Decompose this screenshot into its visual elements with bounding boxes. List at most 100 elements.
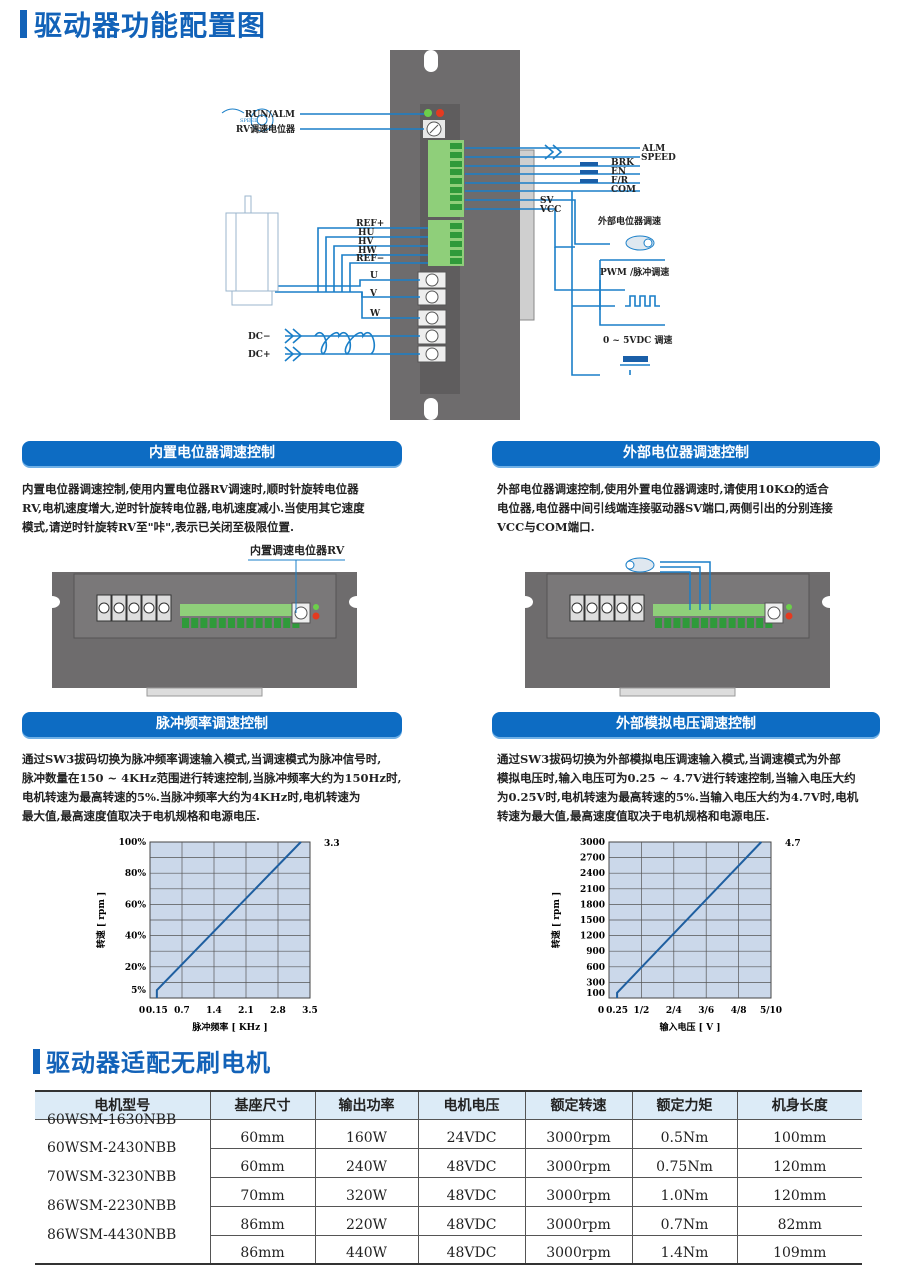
- external-pot-wires: [660, 561, 711, 610]
- paragraph-external-pot: 外部电位器调速控制,使用外置电位器调速时,请使用10KΩ的适合 电位器,电位器中…: [497, 480, 833, 537]
- label-dc-minus: DC−: [248, 332, 271, 342]
- table-cell: 240W: [314, 1148, 418, 1178]
- text-line: 模拟电压时,输入电压可为0.25 ~ 4.7V进行转速控制,当输入电压大约: [497, 771, 856, 785]
- terminal-pin: [450, 169, 462, 175]
- callout-internal-rv: 内置调速电位器RV: [250, 543, 345, 557]
- terminal-pin: [673, 618, 681, 628]
- label-vcc: VCC: [539, 205, 561, 215]
- table-cell: 60mm: [209, 1119, 315, 1149]
- label-en: EN: [611, 167, 626, 177]
- screw-terminal: [571, 602, 583, 614]
- driver-front-views: 内置调速电位器RV: [44, 543, 838, 697]
- text-line: 通过SW3拔码切换为外部模拟电压调速输入模式,当调速模式为外部: [497, 752, 841, 766]
- terminal-pin: [664, 618, 672, 628]
- y-axis-label: 转速 [ rpm ]: [550, 892, 562, 948]
- table-cell: 48VDC: [417, 1235, 525, 1265]
- table-cell: 86WSM-4430NBB: [35, 1227, 210, 1257]
- terminal-pin: [200, 618, 208, 628]
- table-title: 驱动器适配无刷电机: [46, 1049, 271, 1077]
- column-header: 输出功率: [314, 1090, 418, 1120]
- text-line: VCC与COM端口.: [497, 520, 595, 534]
- speed-icon-label: SPEED: [240, 118, 258, 124]
- terminal-pin: [450, 143, 462, 149]
- terminal-pin: [228, 618, 235, 628]
- table-cell: 0.5Nm: [631, 1119, 737, 1149]
- terminal-pin: [450, 223, 462, 229]
- text-line: 模式,请逆时针旋转RV至"咔",表示已关闭至极限位置.: [22, 520, 295, 534]
- x-tick-label: 0.25: [606, 1006, 628, 1016]
- terminal-pin: [274, 618, 281, 628]
- heading-pulse: 脉冲频率调速控制: [22, 712, 402, 737]
- x-tick-label: 1.4: [206, 1006, 222, 1016]
- text-line: 最大值,最高速度值取决于电机规格和电源电压.: [22, 809, 261, 823]
- table-cell: 24VDC: [417, 1119, 525, 1149]
- table-cell: 70mm: [209, 1177, 315, 1207]
- switch-icons: [580, 162, 648, 362]
- x-tick-label: 0.7: [174, 1006, 190, 1016]
- x-tick-label: 0: [139, 1006, 145, 1016]
- screw-terminal: [586, 602, 598, 614]
- screw-terminal: [98, 602, 110, 614]
- label-v: V: [369, 289, 378, 299]
- label-ref-plus: REF+: [356, 219, 384, 229]
- text-line: 脉冲数量在150 ~ 4KHz范围进行转速控制,当脉冲频率大约为150Hz时,: [22, 771, 402, 785]
- y-tick-label: 1500: [580, 916, 605, 926]
- table-cell: 320W: [314, 1177, 418, 1207]
- text-line: 内置电位器调速控制,使用内置电位器RV调速时,顺时针旋转电位器: [22, 482, 359, 496]
- table-cell: 82mm: [736, 1206, 862, 1236]
- y-tick-label: 100%: [119, 838, 147, 848]
- heading-internal-pot: 内置电位器调速控制: [22, 441, 402, 466]
- text-line: 通过SW3拔码切换为脉冲频率调速输入模式,当调速模式为脉冲信号时,: [22, 752, 382, 766]
- table-cell: 70WSM-3230NBB: [47, 1169, 177, 1185]
- screw-terminal: [601, 602, 613, 614]
- terminal-pin: [218, 618, 226, 628]
- label-pwm: PWM /脉冲调速: [600, 266, 669, 278]
- external-potentiometer-icon: [625, 235, 655, 251]
- screw-terminal: [425, 347, 439, 361]
- table-cell: 3000rpm: [524, 1177, 632, 1207]
- paragraph-analog: 通过SW3拔码切换为外部模拟电压调速输入模式,当调速模式为外部 模拟电压时,输入…: [497, 750, 858, 826]
- terminal-pin: [283, 618, 291, 628]
- rv-potentiometer: [294, 606, 308, 620]
- column-header: 电机电压: [417, 1090, 525, 1120]
- table-cell: 3000rpm: [524, 1119, 632, 1149]
- wires: [275, 113, 665, 376]
- power-terminal-block: [417, 271, 447, 363]
- page-title: 驱动器功能配置图: [34, 9, 267, 42]
- table-cell: 120mm: [736, 1148, 862, 1178]
- table-cell: 120mm: [736, 1177, 862, 1207]
- title-accent-bar: [20, 10, 27, 38]
- terminal-pin: [747, 618, 754, 628]
- signal-terminal-block: [428, 140, 464, 266]
- driver-front-internal: [44, 572, 365, 697]
- x-tick-label: 2.1: [238, 1006, 254, 1016]
- terminal-pin: [246, 618, 254, 628]
- series-line: [616, 841, 763, 998]
- terminal-pin: [182, 618, 189, 628]
- alm-led: [436, 109, 444, 117]
- table-cell: 60WSM-1630NBB: [47, 1111, 177, 1128]
- series-line: [155, 841, 302, 998]
- rv-potentiometer: [423, 120, 445, 138]
- screw-terminal: [425, 290, 439, 304]
- y-axis-label: 转速 [ rpm ]: [95, 892, 107, 948]
- terminal-pin: [719, 618, 727, 628]
- y-tick-label: 2100: [580, 885, 605, 895]
- speed-knob-icon: [221, 108, 274, 132]
- terminal-pin: [264, 618, 272, 628]
- terminal-pin: [756, 618, 764, 628]
- text-line: 为0.25V时,电机转速为最高转速的5%.当输入电压大约为4.7V时,电机: [497, 790, 859, 804]
- label-dc-plus: DC+: [248, 350, 271, 360]
- screw-terminal: [113, 602, 125, 614]
- terminal-pin: [450, 152, 462, 158]
- label-brk: BRK: [611, 158, 635, 168]
- y-tick-label: 1800: [580, 900, 605, 910]
- table-cell: 60WSM-2430NBB: [47, 1140, 177, 1156]
- x-tick-label: 4/8: [731, 1006, 747, 1016]
- y-tick-label: 5%: [131, 986, 146, 996]
- terminal-pin: [737, 618, 745, 628]
- terminal-pin: [450, 161, 462, 167]
- column-header: 额定力矩: [631, 1090, 737, 1120]
- screw-terminal: [425, 273, 439, 287]
